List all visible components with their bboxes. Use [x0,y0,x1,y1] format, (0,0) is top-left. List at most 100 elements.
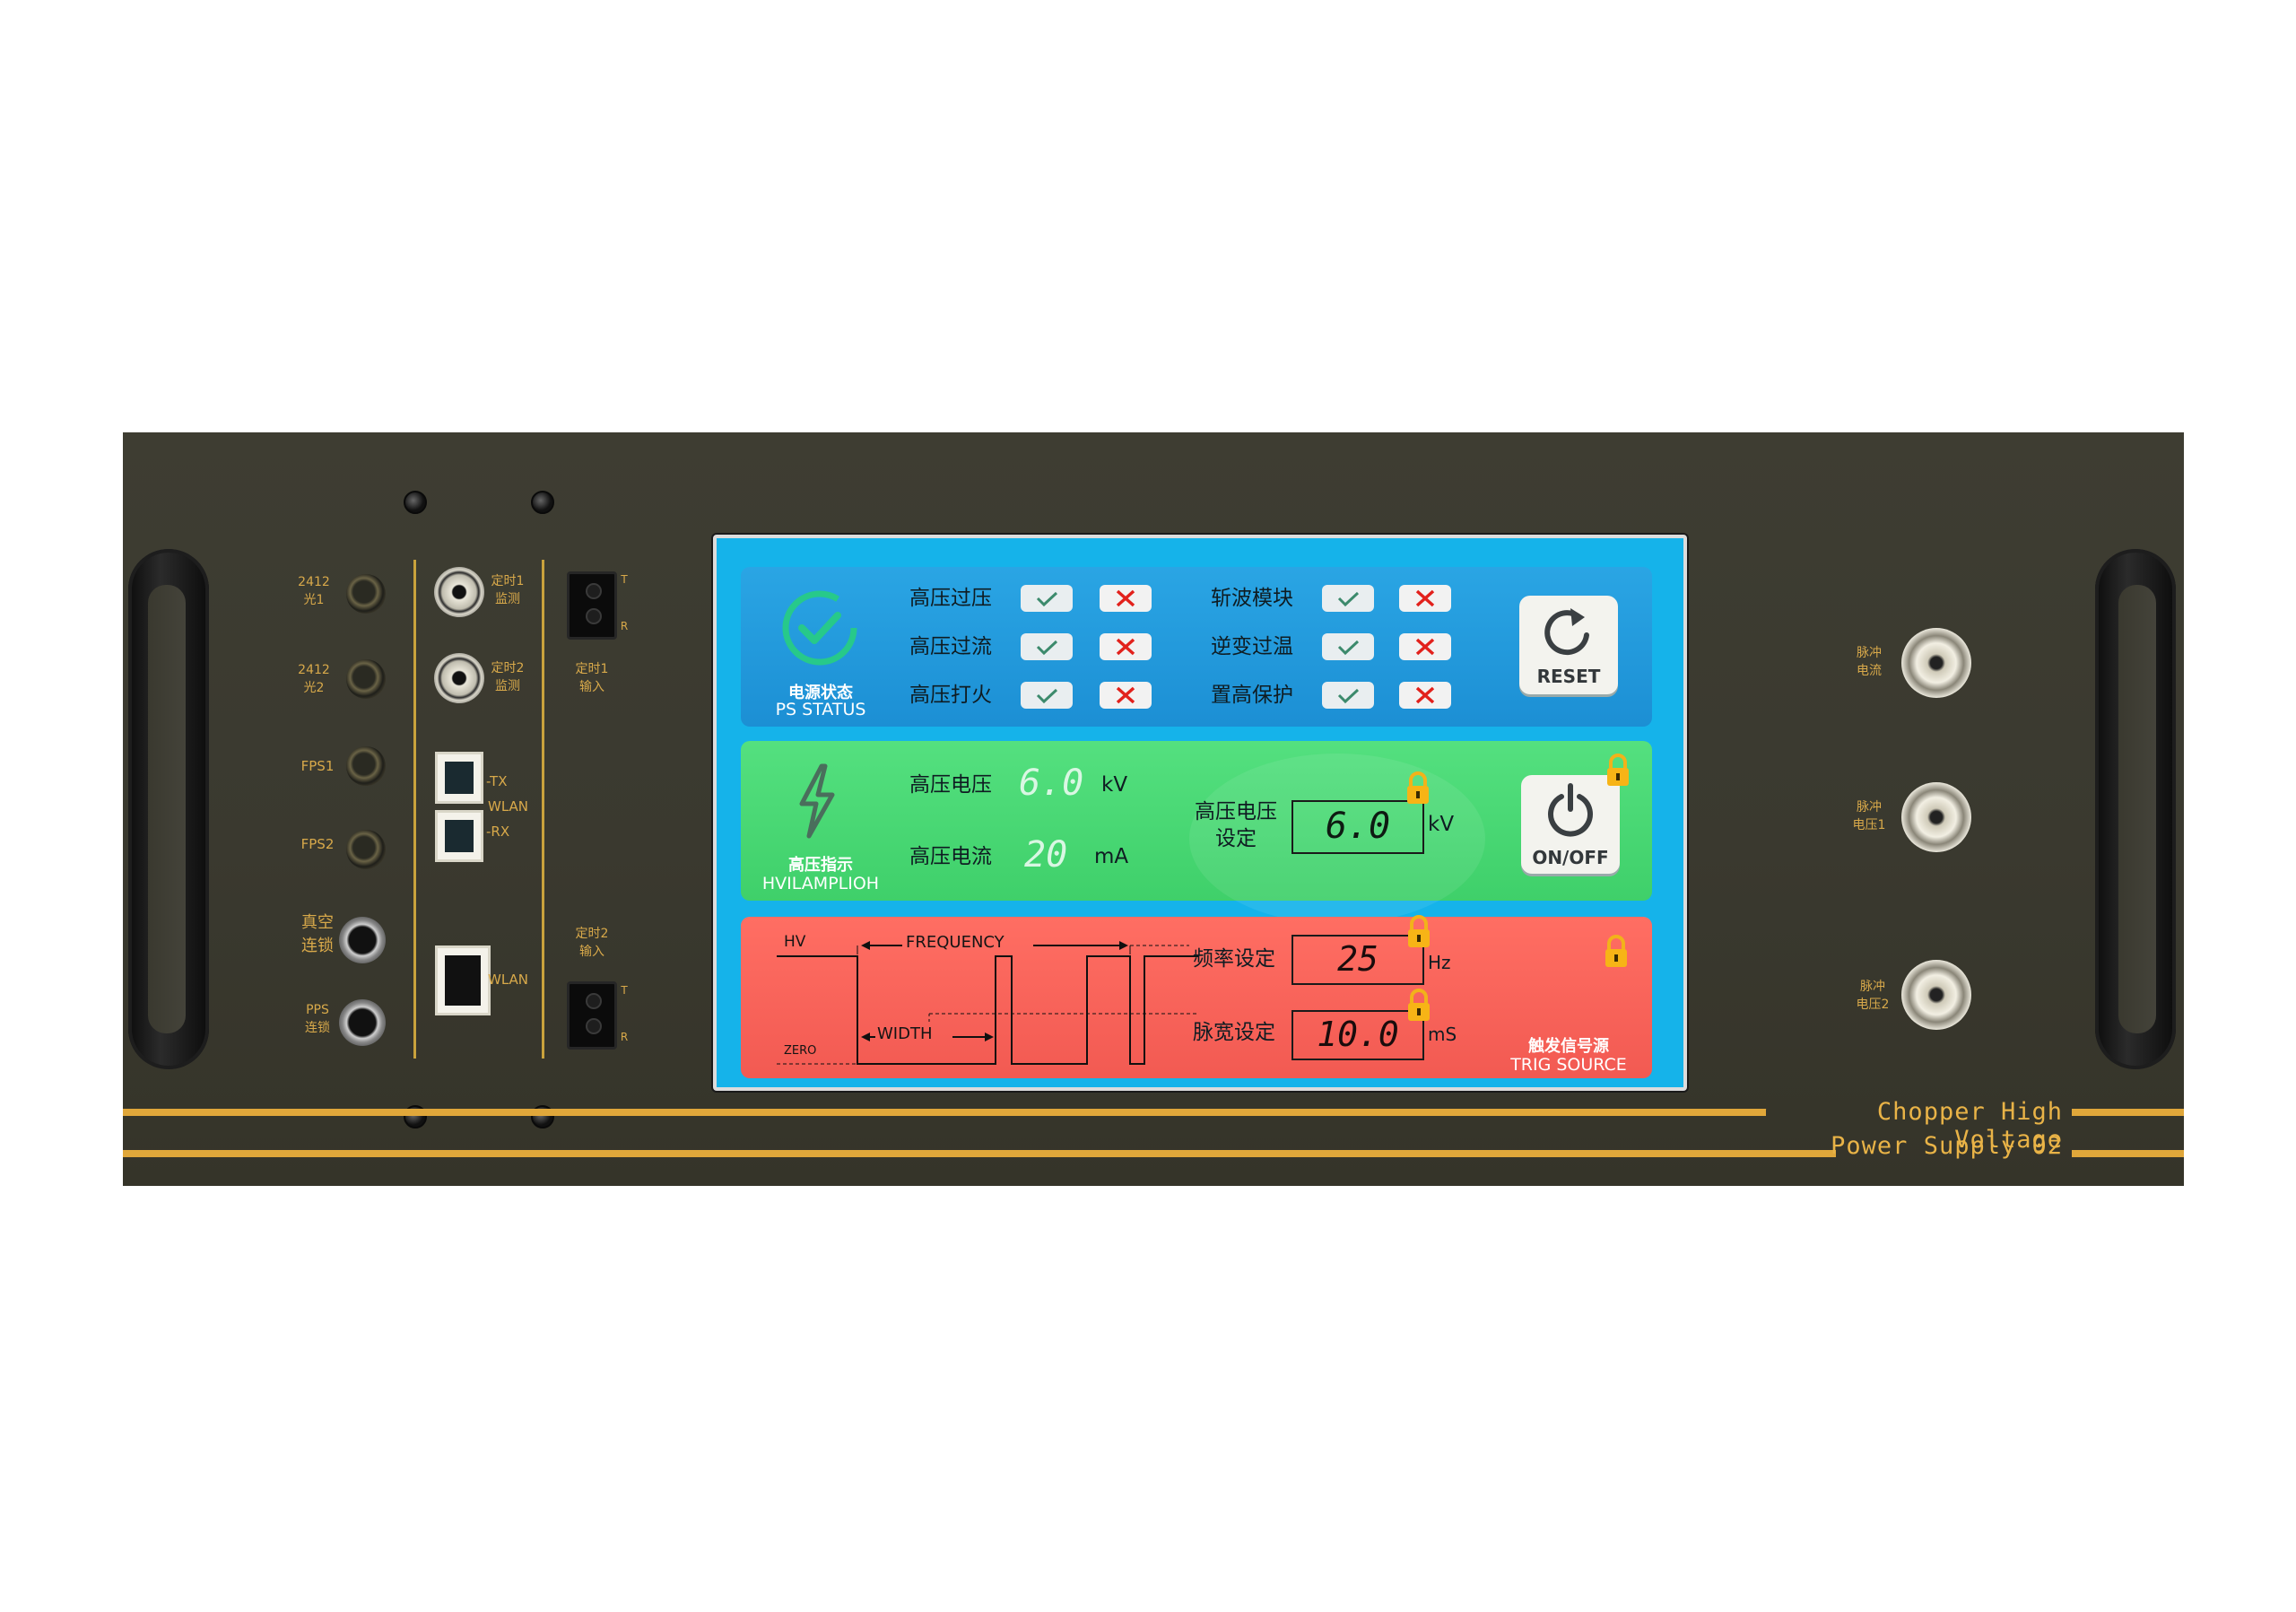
trig-source-panel [741,917,1652,1078]
connector-label: 真空连锁 [301,913,334,955]
hv-voltage-unit: kV [1101,773,1128,797]
pulse-current-output[interactable] [1901,628,1971,698]
status-title-cn: 电源状态 [788,684,853,702]
freq-setting-label: 频率设定 [1193,947,1275,971]
trim-stripe [2072,1109,2184,1116]
status-title-en: PS STATUS [775,700,866,719]
onoff-label: ON/OFF [1532,847,1609,868]
wlan-rx-label: -RX [486,823,510,840]
check-icon [1021,633,1073,660]
fault-label-overvoltage: 高压过压 [909,587,992,610]
cross-icon [1100,633,1152,660]
screw-icon [531,491,554,514]
wlan-tx-port[interactable] [435,752,483,804]
ps-status-panel [741,567,1652,727]
trim-stripe [123,1150,1836,1157]
check-icon [1322,585,1374,612]
width-setpoint-input[interactable]: 10.0 [1292,1010,1424,1060]
output-label: 脉冲电压1 [1852,800,1886,832]
wlan-label: WLAN [488,798,529,815]
bnc-timer1-monitor[interactable] [434,567,484,617]
pulse-waveform-diagram [777,941,1198,1065]
pulse-voltage1-output[interactable] [1901,782,1971,852]
wlan-tx-label: -TX [486,773,508,789]
fault-label-arc: 高压打火 [909,684,992,707]
lock-icon[interactable] [1602,933,1631,969]
hv-setpoint-value: 6.0 [1325,806,1391,847]
check-icon [1021,585,1073,612]
diagram-frequency-label: FREQUENCY [906,933,1004,952]
interlock-pps-connector[interactable] [339,999,386,1046]
screw-icon [404,491,427,514]
diagram-width-label: WIDTH [877,1024,933,1043]
check-icon [1322,682,1374,709]
hv-current-label: 高压电流 [909,845,992,868]
left-handle [128,549,209,1069]
power-icon [1548,783,1593,837]
fiber-connector-2412-2[interactable] [346,659,386,699]
connector-label: FPS2 [300,836,335,852]
fault-label-chopper: 斩波模块 [1211,587,1293,610]
refresh-icon [1544,608,1589,656]
hv-setpoint-unit: kV [1428,813,1455,836]
wlan-ethernet-label: WLAN [488,972,529,988]
fiber-connector-fps1[interactable] [346,746,386,786]
fiber-connector-fps2[interactable] [346,830,386,869]
lock-icon[interactable] [1404,770,1432,806]
timer1-input-jack[interactable] [567,571,617,640]
freq-setpoint-input[interactable]: 25 [1292,935,1424,985]
right-handle [2095,549,2176,1069]
bnc-timer2-monitor[interactable] [434,653,484,703]
cross-icon [1399,682,1451,709]
timer2-input-jack[interactable] [567,981,617,1050]
trim-stripe [123,1109,1766,1116]
pulse-voltage2-output[interactable] [1901,960,1971,1030]
fault-label-overtemp: 逆变过温 [1211,635,1293,658]
r-label: R [620,1031,629,1043]
lock-icon[interactable] [1405,913,1433,949]
reset-button[interactable]: RESET [1519,596,1618,694]
lock-icon[interactable] [1405,987,1433,1023]
width-setpoint-value: 10.0 [1317,1015,1399,1054]
lock-icon[interactable] [1604,752,1632,788]
hv-setpoint-label: 高压电压设定 [1195,800,1277,850]
width-unit: mS [1428,1024,1457,1045]
output-label: 脉冲电流 [1857,646,1882,678]
width-setting-label: 脉宽设定 [1193,1021,1275,1044]
wlan-rx-port[interactable] [435,810,483,862]
trig-title-cn: 触发信号源 [1528,1037,1609,1056]
output-label: 脉冲电压2 [1856,980,1890,1012]
onoff-button[interactable]: ON/OFF [1521,775,1620,874]
trim-stripe [2072,1150,2184,1157]
reset-label: RESET [1536,666,1601,687]
interlock-vacuum-connector[interactable] [339,917,386,963]
freq-setpoint-value: 25 [1337,939,1378,979]
diagram-zero-label: ZERO [784,1044,817,1058]
hv-title-cn: 高压指示 [788,856,853,875]
cross-icon [1399,585,1451,612]
check-icon [1322,633,1374,660]
hv-setpoint-input[interactable]: 6.0 [1292,800,1424,854]
divider [542,560,544,1059]
hv-title-en: HVILAMPLIOH [761,874,880,893]
t-label: T [621,573,628,586]
wlan-ethernet-port[interactable] [435,945,491,1015]
hv-indicator-panel [741,741,1652,901]
t-label: T [621,984,628,997]
hv-voltage-value: 6.0 [1019,762,1084,804]
brand-line1: Chopper High Voltage [1876,1098,2063,1154]
connector-label: FPS1 [300,758,335,774]
cross-icon [1399,633,1451,660]
cross-icon [1100,682,1152,709]
status-ok-icon [782,590,857,666]
r-label: R [620,620,629,632]
hv-current-value: 20 [1024,834,1068,876]
fiber-connector-2412-1[interactable] [346,574,386,614]
